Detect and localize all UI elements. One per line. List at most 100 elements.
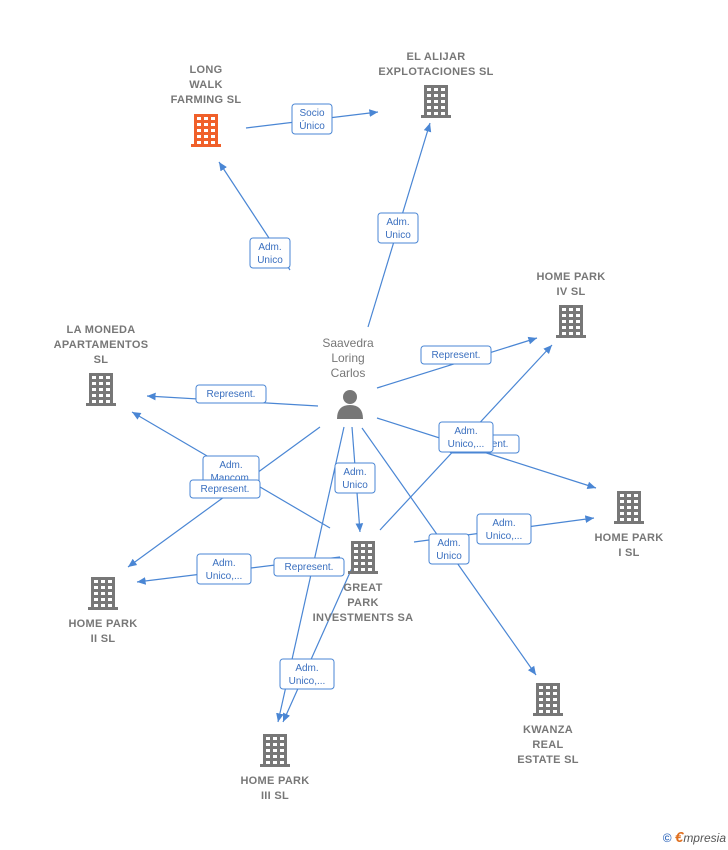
node-label-line: Saavedra [322, 336, 374, 350]
company-node-la-moneda[interactable] [86, 373, 116, 406]
company-label-home-park-iv: HOME PARK IV SL [536, 271, 605, 298]
relation-label-box[interactable] [334, 462, 376, 494]
relation-label[interactable]: Represent. [195, 384, 267, 404]
node-label-line: HOME PARK [594, 532, 663, 544]
building-icon [86, 373, 116, 406]
relation-label-text: Represent. [432, 350, 481, 361]
company-node-long-walk[interactable] [191, 114, 221, 147]
relation-label[interactable]: Represent. [420, 345, 492, 365]
relation-label-text: Unico [385, 230, 411, 241]
node-label-line: FARMING SL [171, 94, 242, 106]
building-icon [614, 491, 644, 524]
relation-label-text: Unico,... [206, 571, 243, 582]
relation-label-text: Unico,... [448, 439, 485, 450]
relation-label-text: Adm. [295, 663, 318, 674]
relation-label-box[interactable] [196, 553, 252, 585]
relation-label-box[interactable] [189, 479, 261, 499]
relation-label-text: Socio [299, 108, 324, 119]
relation-label[interactable]: Adm.Unico [249, 237, 291, 269]
node-label-line: EL ALIJAR [407, 51, 466, 63]
building-icon [556, 305, 586, 338]
relation-label[interactable]: Adm.Unico [377, 212, 419, 244]
relation-label-text: Adm. [219, 460, 242, 471]
relation-label-text: Adm. [343, 467, 366, 478]
node-label-line: HOME PARK [536, 271, 605, 283]
relation-label-box[interactable] [249, 237, 291, 269]
company-node-home-park-iv[interactable] [556, 305, 586, 338]
node-label-line: KWANZA [523, 724, 573, 736]
building-icon [88, 577, 118, 610]
relation-label-box[interactable] [279, 658, 335, 690]
relation-label-text: Adm. [492, 518, 515, 529]
relation-label-box[interactable] [273, 557, 345, 577]
node-label-line: EXPLOTACIONES SL [378, 66, 493, 78]
relation-label-text: Unico,... [289, 676, 326, 687]
company-node-great-park[interactable] [348, 541, 378, 574]
node-label-line: Carlos [331, 366, 366, 380]
building-icon [260, 734, 290, 767]
node-label-line: IV SL [556, 286, 585, 298]
node-label-line: I SL [618, 547, 639, 559]
node-label-line: III SL [261, 790, 289, 802]
relation-label-text: Unico,... [486, 531, 523, 542]
relation-label-text: Adm. [454, 426, 477, 437]
relation-label-box[interactable] [377, 212, 419, 244]
relation-label[interactable]: Adm. Unico,... [279, 658, 335, 690]
company-node-el-alijar[interactable] [421, 85, 451, 118]
relation-label[interactable]: Adm. Unico,... [196, 553, 252, 585]
relation-label-text: Represent. [201, 484, 250, 495]
company-label-home-park-iii: HOME PARK III SL [240, 775, 309, 802]
relation-edge-great-park-home-park-iii [282, 567, 353, 723]
company-label-home-park-i: HOME PARK I SL [594, 532, 663, 559]
copyright-icon: © [662, 831, 672, 845]
relation-label-box[interactable] [195, 384, 267, 404]
node-label-line: HOME PARK [68, 618, 137, 630]
relation-label-box[interactable] [291, 103, 333, 135]
company-label-home-park-ii: HOME PARK II SL [68, 618, 137, 645]
relation-label-text: Unico [436, 551, 462, 562]
company-node-kwanza[interactable] [533, 683, 563, 716]
relation-label-box[interactable] [476, 513, 532, 545]
relation-label-text: Adm. [437, 538, 460, 549]
edge-labels-layer: SocioÚnicoAdm.UnicoAdm.UnicoRepresent.Re… [189, 103, 532, 690]
node-label-line: HOME PARK [240, 775, 309, 787]
relation-label[interactable]: Adm. Unico,... [438, 421, 494, 453]
relation-label-box[interactable] [438, 421, 494, 453]
company-node-home-park-ii[interactable] [88, 577, 118, 610]
relation-label[interactable]: Adm. Unico [428, 533, 470, 565]
relation-label[interactable]: Represent. [273, 557, 345, 577]
node-label-line: PARK [347, 597, 379, 609]
node-label-line: LA MONEDA [67, 324, 136, 336]
company-label-great-park: GREAT PARK INVESTMENTS SA [313, 582, 414, 624]
company-node-home-park-iii[interactable] [260, 734, 290, 767]
relation-label-text: Unico [257, 255, 283, 266]
node-label-line: II SL [91, 633, 116, 645]
company-node-home-park-i[interactable] [614, 491, 644, 524]
relation-label-box[interactable] [420, 345, 492, 365]
node-label-line: LONG [190, 64, 223, 76]
empresia-logo-initial: € [674, 829, 684, 846]
relation-label-text: Adm. [212, 558, 235, 569]
node-label-line: ESTATE SL [517, 754, 579, 766]
relation-label-text: Único [299, 119, 325, 132]
node-label-line: WALK [189, 79, 223, 91]
relation-label[interactable]: Represent. [189, 479, 261, 499]
relation-label-text: Represent. [207, 389, 256, 400]
relation-label-text: Unico [342, 480, 368, 491]
company-label-long-walk: LONG WALK FARMING SL [171, 64, 242, 106]
relation-label-box[interactable] [428, 533, 470, 565]
node-label-line: APARTAMENTOS [54, 339, 149, 351]
node-label-line: GREAT [343, 582, 382, 594]
relation-label[interactable]: Adm. Unico [334, 462, 376, 494]
building-icon [533, 683, 563, 716]
node-label-line: Loring [331, 351, 364, 365]
brand-footer: © €mpresia [663, 829, 726, 846]
node-label-line: INVESTMENTS SA [313, 612, 414, 624]
relation-label[interactable]: Adm. Unico,... [476, 513, 532, 545]
building-icon [348, 541, 378, 574]
